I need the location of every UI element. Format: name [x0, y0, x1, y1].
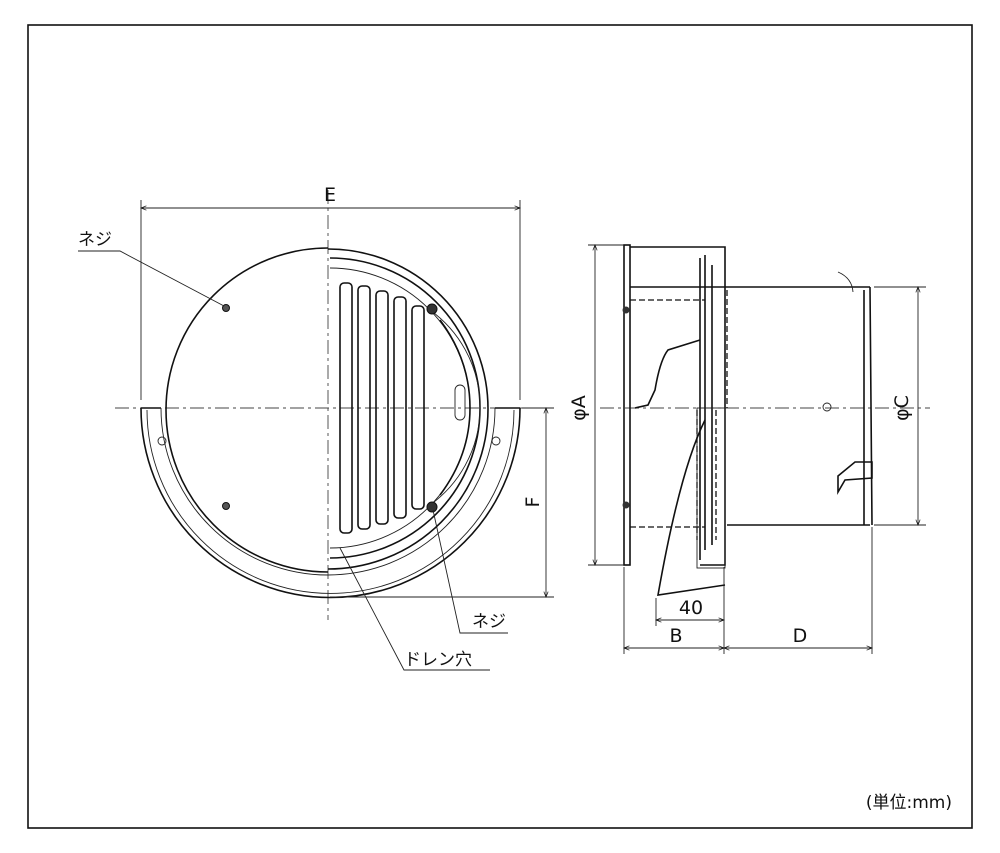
screw-icon [622, 306, 630, 314]
screw-icon [622, 501, 630, 509]
side-view: φA φC 40 B D [568, 244, 930, 654]
screw-icon [222, 304, 230, 312]
screw-icon [426, 303, 438, 315]
hole [822, 402, 832, 412]
callout-screw-top: ネジ [78, 230, 112, 250]
tab [837, 461, 873, 495]
dimension-label-D: D [793, 625, 808, 647]
callout-drain-hole: ドレン穴 [404, 650, 472, 670]
louver-slats [339, 282, 471, 534]
skirt-hole [491, 436, 501, 446]
screw-icon [426, 501, 438, 513]
callout-screw-bottom: ネジ [472, 612, 506, 632]
dimension-label-A: φA [568, 395, 590, 421]
unit-note: (単位:mm) [866, 793, 952, 813]
dimension-label-40: 40 [679, 597, 703, 619]
hood-right-half [327, 248, 489, 570]
skirt-outer [140, 407, 521, 599]
drawing-frame [27, 24, 973, 829]
dimension-label-F: F [522, 497, 544, 508]
screw-icon [222, 502, 230, 510]
flange [623, 244, 631, 566]
hood-left-half [165, 247, 329, 573]
dimension-label-B: B [669, 625, 682, 647]
dimension-label-E: E [324, 184, 336, 206]
front-view: E F ネジ ネジ ドレン穴 [78, 184, 555, 671]
dimension-label-C: φC [891, 395, 913, 421]
skirt-hole [157, 436, 167, 446]
